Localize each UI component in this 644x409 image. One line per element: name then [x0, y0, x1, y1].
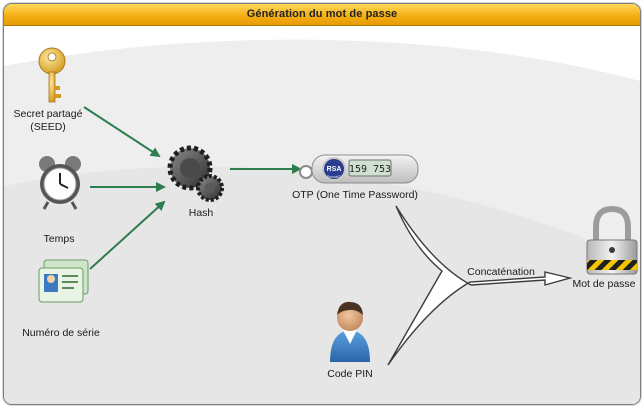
diagram-title: Génération du mot de passe	[246, 8, 398, 20]
time-label: Temps	[43, 233, 75, 245]
seed-label: Secret partagé (SEED)	[10, 108, 86, 134]
serial-label: Numéro de série	[22, 327, 100, 339]
background-swoosh-lower	[4, 166, 640, 404]
alarm-clock-icon	[39, 156, 81, 210]
gears-icon	[167, 145, 224, 202]
pin-label: Code PIN	[327, 368, 373, 380]
title-bar: Génération du mot de passe	[4, 4, 640, 26]
password-label: Mot de passe	[572, 278, 636, 290]
rsa-token-icon: RSA SecurID 159 753	[299, 154, 419, 184]
arrow-seed-to-hash	[83, 106, 161, 158]
token-sub: SecurID	[327, 174, 342, 179]
key-icon	[38, 47, 66, 103]
seed-label-line2: (SEED)	[30, 121, 66, 133]
diagram-canvas: RSA SecurID 159 753 Concaténation	[4, 39, 640, 404]
concatenation-arrow	[387, 205, 573, 366]
token-brand: RSA	[327, 166, 342, 173]
hash-label: Hash	[188, 207, 214, 219]
diagram-frame: Génération du mot de passe	[3, 3, 641, 405]
id-card-icon	[38, 259, 89, 303]
otp-label: OTP (One Time Password)	[292, 189, 418, 201]
user-icon	[330, 301, 370, 362]
concatenation-label: Concaténation	[467, 266, 535, 278]
padlock-icon	[586, 205, 638, 275]
token-display: 159 753	[349, 164, 391, 175]
seed-label-line1: Secret partagé	[13, 108, 83, 120]
arrow-serial-to-hash	[89, 200, 166, 270]
